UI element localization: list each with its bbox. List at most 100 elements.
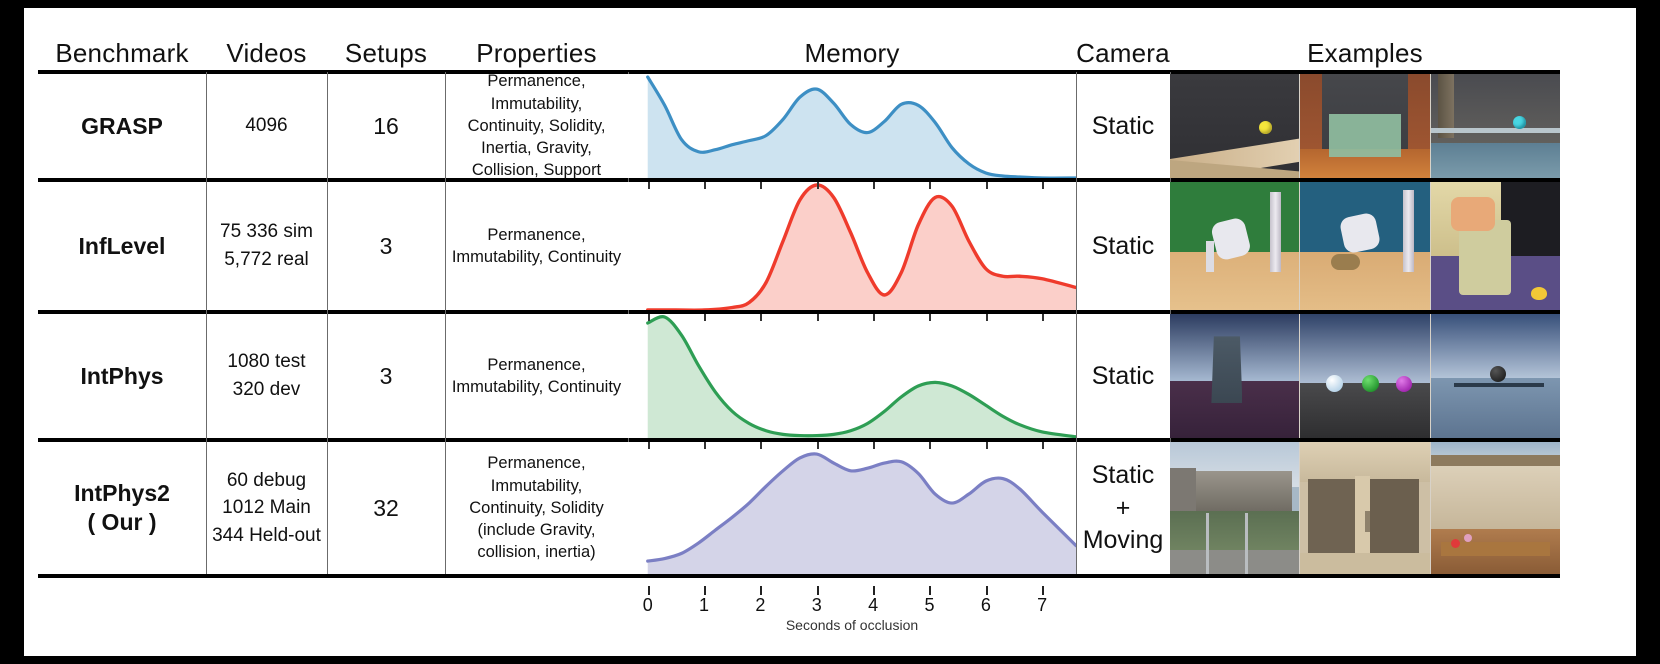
- minor-tick: [704, 314, 707, 321]
- x-tick: [816, 586, 819, 595]
- x-tick-label: 3: [811, 595, 822, 615]
- comparison-table: Benchmark Videos Setups Properties Memor…: [24, 8, 1636, 656]
- minor-tick: [816, 314, 819, 321]
- memory-density-intphys: [628, 314, 1076, 438]
- cell-setups: 32: [373, 494, 399, 521]
- vline-2: [327, 72, 328, 574]
- minor-tick: [985, 182, 988, 189]
- example-thumb: [1300, 74, 1431, 178]
- cell-benchmark: GRASP: [81, 112, 163, 139]
- cell-camera: Static: [1091, 361, 1155, 390]
- memory-density-grasp: [628, 74, 1076, 178]
- minor-tick: [760, 442, 763, 449]
- minor-tick: [760, 314, 763, 321]
- example-thumb: [1300, 442, 1431, 574]
- minor-tick: [647, 314, 650, 321]
- header-camera: Camera: [1076, 37, 1170, 68]
- examples-row-inflevel: [1170, 182, 1560, 310]
- example-thumb: [1170, 74, 1301, 178]
- minor-tick: [985, 314, 988, 321]
- cell-benchmark: InfLevel: [78, 232, 166, 259]
- cell-properties: Permanence, Immutability, Continuity: [451, 355, 622, 396]
- example-thumb: [1170, 182, 1301, 310]
- minor-tick: [704, 182, 707, 189]
- cell-properties: Permanence, Immutability, Continuity, So…: [469, 454, 604, 562]
- examples-row-intphys2: [1170, 442, 1560, 574]
- cell-camera: Static+Moving: [1082, 461, 1164, 555]
- density-curve-intphys: [646, 315, 1076, 438]
- vline-5: [1076, 72, 1077, 574]
- rule-row2: [38, 310, 1560, 314]
- minor-tick: [1042, 442, 1045, 449]
- x-tick: [873, 586, 876, 595]
- example-thumb: [1300, 182, 1431, 310]
- vline-3: [445, 72, 446, 574]
- minor-tick: [873, 314, 876, 321]
- x-tick: [704, 586, 707, 595]
- cell-properties: Permanence, Immutability, Continuity, So…: [467, 72, 606, 180]
- header-properties: Properties: [476, 37, 597, 68]
- density-curve-grasp: [646, 75, 1076, 178]
- density-curve-intphys2: [646, 452, 1076, 574]
- example-thumb: [1170, 314, 1301, 438]
- cell-setups: 3: [379, 232, 393, 259]
- x-tick-label: 1: [699, 595, 710, 615]
- minor-tick: [929, 314, 932, 321]
- cell-videos: 4096: [245, 115, 288, 137]
- cell-properties: Permanence, Immutability, Continuity: [451, 225, 622, 266]
- cell-camera: Static: [1091, 111, 1155, 140]
- example-thumb: [1430, 314, 1560, 438]
- cell-setups: 16: [373, 112, 399, 139]
- header-videos: Videos: [226, 37, 307, 68]
- vline-1: [206, 72, 207, 574]
- x-tick-label: 7: [1037, 595, 1048, 615]
- minor-tick: [1042, 314, 1045, 321]
- x-tick-label: 5: [924, 595, 935, 615]
- examples-row-grasp: [1170, 74, 1560, 178]
- minor-tick: [647, 182, 650, 189]
- example-thumb: [1170, 442, 1301, 574]
- x-tick: [760, 586, 763, 595]
- header-setups: Setups: [344, 37, 428, 68]
- minor-tick: [873, 182, 876, 189]
- minor-tick: [816, 182, 819, 189]
- memory-density-inflevel: [628, 182, 1076, 310]
- x-tick-label: 0: [642, 595, 653, 615]
- examples-row-intphys: [1170, 314, 1560, 438]
- cell-camera: Static: [1091, 231, 1155, 260]
- cell-benchmark: IntPhys: [80, 362, 164, 389]
- x-tick: [647, 586, 650, 595]
- example-thumb: [1430, 74, 1560, 178]
- x-tick: [1042, 586, 1045, 595]
- minor-tick: [873, 442, 876, 449]
- minor-tick: [929, 442, 932, 449]
- x-tick-label: 4: [868, 595, 879, 615]
- cell-setups: 3: [379, 362, 393, 389]
- x-tick-label: 2: [755, 595, 766, 615]
- rule-top: [38, 70, 1560, 74]
- header-memory: Memory: [804, 37, 900, 68]
- x-tick: [929, 586, 932, 595]
- minor-tick: [704, 442, 707, 449]
- header-benchmark: Benchmark: [55, 37, 189, 68]
- x-tick-label: 6: [980, 595, 991, 615]
- example-thumb: [1430, 182, 1560, 310]
- rule-row3: [38, 438, 1560, 442]
- minor-tick: [1042, 182, 1045, 189]
- x-axis-label: Seconds of occlusion: [785, 617, 919, 633]
- example-thumb: [1300, 314, 1431, 438]
- minor-tick: [985, 442, 988, 449]
- minor-tick: [929, 182, 932, 189]
- minor-tick: [816, 442, 819, 449]
- x-axis: 0 1 2 3 4 5 6 7: [628, 586, 1076, 615]
- memory-density-intphys2: [628, 442, 1076, 574]
- x-tick: [985, 586, 988, 595]
- example-thumb: [1430, 442, 1560, 574]
- minor-tick: [647, 442, 650, 449]
- header-examples: Examples: [1307, 37, 1423, 68]
- rule-row1: [38, 178, 1560, 182]
